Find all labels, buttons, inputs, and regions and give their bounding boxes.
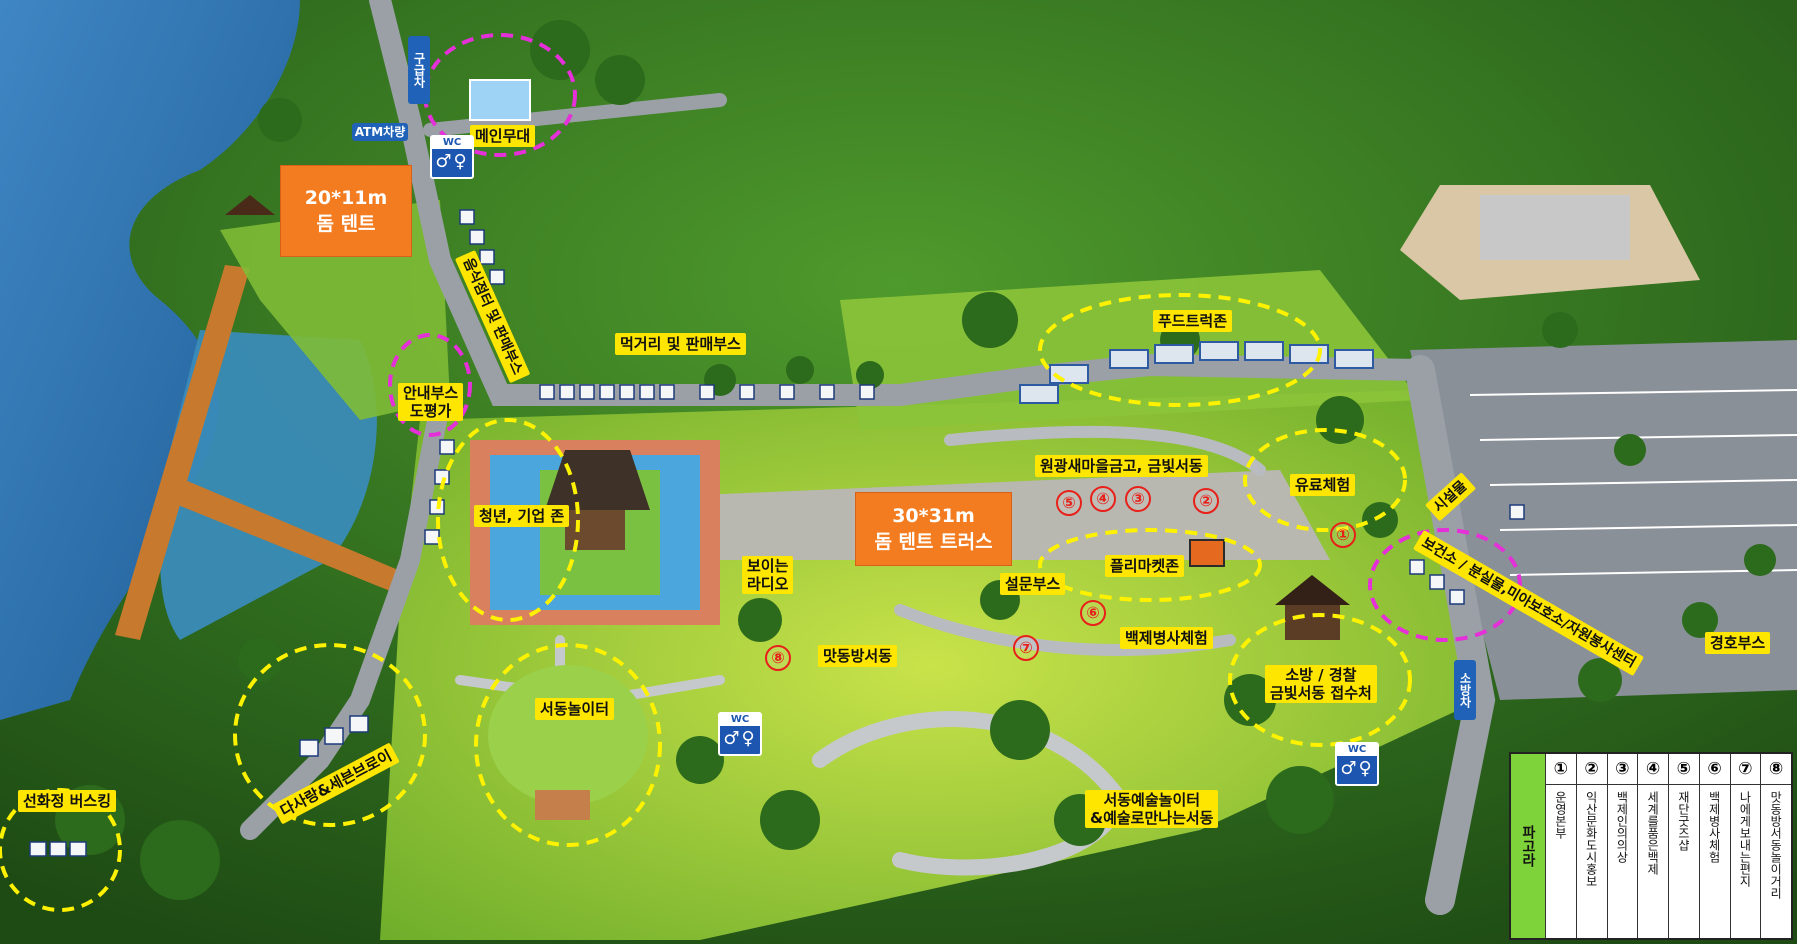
legend-num-1: ① bbox=[1546, 754, 1576, 785]
youth-zone-circle bbox=[436, 418, 580, 622]
legend-item-8: ⑧ 맛동방서동놀이거리 bbox=[1761, 754, 1791, 938]
booth-tents bbox=[29, 209, 1525, 857]
seodong-art-line2: &예술로만나는서동 bbox=[1090, 809, 1214, 827]
fire-station-gazebo bbox=[1285, 600, 1340, 640]
legend-text-7: 나에게보내는편지 bbox=[1737, 791, 1752, 887]
pergola-legend: 파고라 ① 운영본부 ② 익산문화도시홍보 ③ 백제인의의상 ④ 세계를품은백제 ⑤ 재단… bbox=[1509, 752, 1793, 940]
dome-tent-2: 30*31m 돔 텐트 트러스 bbox=[855, 492, 1012, 566]
building bbox=[1480, 195, 1630, 260]
legend-text-6: 백제병사체험 bbox=[1707, 791, 1722, 863]
legend-item-6: ⑥ 백제병사체험 bbox=[1699, 754, 1731, 938]
boini-line1: 보이는 bbox=[747, 557, 789, 575]
flea-market-circle bbox=[1038, 528, 1262, 602]
wonkwang-label: 원광새마을금고, 금빛서동 bbox=[1035, 455, 1208, 477]
legend-text-8: 맛동방서동놀이거리 bbox=[1768, 791, 1783, 899]
wooden-bridge-branch bbox=[178, 480, 410, 595]
dome-tent-1: 20*11m 돔 텐트 bbox=[280, 165, 412, 257]
marker-7: ⑦ bbox=[1013, 635, 1039, 661]
seodong-art-line1: 서동예술놀이터 bbox=[1103, 791, 1201, 809]
riverside-gazebo bbox=[225, 195, 275, 215]
legend-num-2: ② bbox=[1576, 754, 1607, 785]
fire-police-line2: 금빛서동 접수처 bbox=[1270, 684, 1372, 702]
river bbox=[0, 0, 300, 720]
paid-experience-label: 유료체험 bbox=[1290, 474, 1356, 496]
youth-zone-label: 청년, 기업 존 bbox=[474, 505, 570, 527]
fire-truck-label: 소방차 bbox=[1454, 660, 1476, 720]
food-truck-zone-label: 푸드트럭존 bbox=[1153, 310, 1233, 332]
marker-2: ② bbox=[1193, 488, 1219, 514]
fire-police-line1: 소방 / 경찰 bbox=[1285, 666, 1357, 684]
ambulance-label: 구급차 bbox=[408, 36, 430, 104]
marker-6: ⑥ bbox=[1080, 600, 1106, 626]
legend-item-5: ⑤ 재단굿즈샵 bbox=[1669, 754, 1700, 938]
fire-police-circle bbox=[1228, 613, 1412, 747]
busking-label: 선화정 버스킹 bbox=[18, 790, 117, 812]
matdong-label: 맛동방서동 bbox=[818, 645, 898, 667]
dome-tent-1-name: 돔 텐트 bbox=[316, 213, 376, 235]
baekje-soldier-label: 백제병사체험 bbox=[1120, 627, 1213, 649]
seodong-playground-label: 서동놀이터 bbox=[535, 698, 615, 720]
street-food-label: 먹거리 및 판매부스 bbox=[615, 333, 746, 355]
atm-label: ATM차량 bbox=[352, 123, 408, 141]
boini-radio-label: 보이는 라디오 bbox=[742, 556, 794, 594]
legend-text-1: 운영본부 bbox=[1553, 791, 1568, 839]
info-booth-circle bbox=[388, 333, 472, 437]
playground-circle bbox=[474, 643, 662, 847]
legend-item-1: ① 운영본부 bbox=[1546, 754, 1577, 938]
marker-1: ① bbox=[1330, 522, 1356, 548]
legend-text-2: 익산문화도시홍보 bbox=[1584, 791, 1599, 887]
legend-header: 파고라 bbox=[1511, 754, 1546, 938]
seodong-playground-area bbox=[488, 665, 648, 805]
boini-line2: 라디오 bbox=[747, 575, 789, 593]
legend-text-4: 세계를품은백제 bbox=[1645, 791, 1660, 875]
legend-num-7: ⑦ bbox=[1730, 754, 1761, 785]
dome-tent-2-name: 돔 텐트 트러스 bbox=[874, 531, 993, 553]
marker-8: ⑧ bbox=[765, 645, 791, 671]
legend-num-3: ③ bbox=[1607, 754, 1638, 785]
playground-sand bbox=[535, 790, 590, 820]
marker-3: ③ bbox=[1125, 486, 1151, 512]
legend-num-5: ⑤ bbox=[1669, 754, 1699, 785]
dome-tent-2-size: 30*31m bbox=[892, 505, 975, 527]
wooden-bridge bbox=[115, 265, 250, 640]
info-booth-label: 안내부스 도평가 bbox=[398, 383, 464, 421]
flea-market-label: 플리마켓존 bbox=[1105, 555, 1185, 577]
legend-num-8: ⑧ bbox=[1761, 754, 1791, 785]
security-booth-label: 경호부스 bbox=[1705, 632, 1771, 654]
dasarang-circle bbox=[233, 643, 427, 827]
legend-item-4: ④ 세계를품은백제 bbox=[1638, 754, 1669, 938]
wc-icon-right: WC♂♀ bbox=[1335, 742, 1379, 786]
legend-num-4: ④ bbox=[1638, 754, 1668, 785]
fire-station-roof bbox=[1275, 575, 1350, 605]
legend-item-7: ⑦ 나에게보내는편지 bbox=[1730, 754, 1762, 938]
marker-5: ⑤ bbox=[1056, 490, 1082, 516]
legend-text-5: 재단굿즈샵 bbox=[1676, 791, 1691, 851]
seodong-art-label: 서동예술놀이터 &예술로만나는서동 bbox=[1085, 790, 1219, 828]
legend-item-2: ② 익산문화도시홍보 bbox=[1576, 754, 1608, 938]
main-stage-label: 메인무대 bbox=[470, 125, 536, 147]
main-stage-structure bbox=[469, 79, 531, 121]
info-booth-line2: 도평가 bbox=[409, 402, 452, 420]
marker-4: ④ bbox=[1090, 486, 1116, 512]
survey-booth-label: 설문부스 bbox=[1000, 573, 1066, 595]
legend-text-3: 백제인의의상 bbox=[1614, 791, 1629, 863]
legend-item-3: ③ 백제인의의상 bbox=[1607, 754, 1639, 938]
legend-num-6: ⑥ bbox=[1699, 754, 1730, 785]
pavilion-roof bbox=[545, 450, 650, 510]
wc-icon-top: WC♂♀ bbox=[430, 135, 474, 179]
paid-experience-circle bbox=[1243, 428, 1407, 532]
wc-icon-center: WC♂♀ bbox=[718, 712, 762, 756]
flea-market-stall bbox=[1189, 539, 1225, 567]
info-booth-line1: 안내부스 bbox=[403, 384, 459, 402]
dome-tent-1-size: 20*11m bbox=[304, 187, 388, 209]
main-stage-circle bbox=[423, 33, 577, 157]
food-truck-circle bbox=[1038, 293, 1322, 407]
fire-police-label: 소방 / 경찰 금빛서동 접수처 bbox=[1265, 665, 1377, 703]
